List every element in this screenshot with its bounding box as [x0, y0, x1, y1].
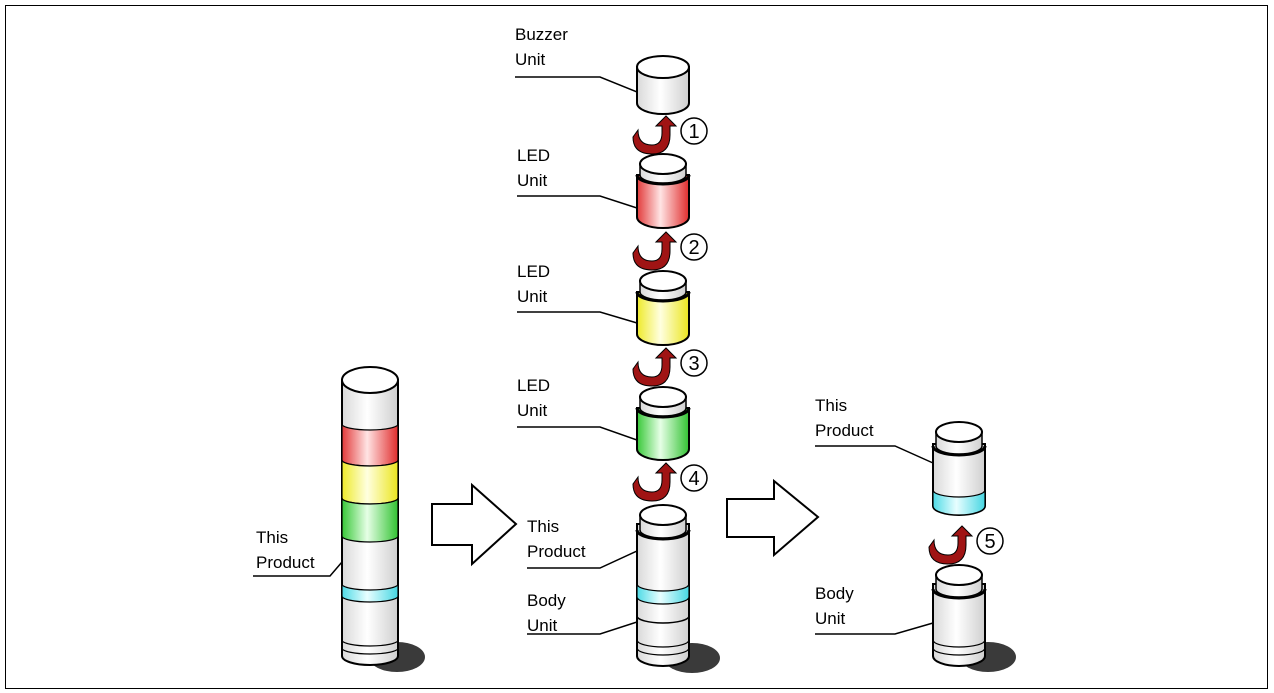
- step-number: 4: [688, 468, 699, 490]
- label-led-green-1: LED: [517, 376, 550, 395]
- label-led-red-1: LED: [517, 146, 550, 165]
- curved-arrow-icon: [632, 347, 678, 387]
- step-2: 2: [632, 231, 708, 271]
- label-led-green-2: Unit: [517, 401, 548, 420]
- tower-yellow-tier: [341, 459, 399, 505]
- hollow-arrow-right-1: [431, 482, 518, 567]
- label-body-unit-mid-2: Unit: [527, 616, 558, 635]
- led-unit-red: LED Unit: [517, 146, 691, 229]
- tower-red-tier: [341, 423, 399, 467]
- step-number: 1: [688, 121, 699, 143]
- label-body-unit-mid-1: Body: [527, 591, 566, 610]
- hollow-arrow-right-2: [726, 478, 820, 558]
- step-1: 1: [632, 115, 708, 155]
- curved-arrow-icon: [928, 525, 974, 565]
- label-this-product-right-2: Product: [815, 421, 874, 440]
- diagram-frame: [5, 5, 1268, 689]
- label-this-product-left-2: Product: [256, 553, 315, 572]
- label-this-product-right-1: This: [815, 396, 847, 415]
- curved-arrow-icon: [632, 115, 678, 155]
- label-body-unit-right-2: Unit: [815, 609, 846, 628]
- right-this-product: This Product: [815, 396, 987, 516]
- step-number: 3: [688, 353, 699, 375]
- curved-arrow-icon: [632, 231, 678, 271]
- led-unit-green: LED Unit: [517, 376, 691, 461]
- label-body-unit-right-1: Body: [815, 584, 854, 603]
- label-buzzer-1: Buzzer: [515, 25, 568, 44]
- leader-line: [253, 561, 343, 577]
- label-this-product-mid-1: This: [527, 517, 559, 536]
- label-this-product-left-1: This: [256, 528, 288, 547]
- label-led-red-2: Unit: [517, 171, 548, 190]
- label-buzzer-2: Unit: [515, 50, 546, 69]
- middle-tower: This Product Body Unit: [527, 504, 720, 673]
- led-unit-yellow: LED Unit: [517, 262, 691, 346]
- tower-cyan-ring: [341, 583, 399, 603]
- step-4: 4: [632, 462, 708, 502]
- buzzer-unit: Buzzer Unit: [515, 25, 690, 115]
- step-5: 5: [928, 525, 1004, 565]
- curved-arrow-icon: [632, 462, 678, 502]
- assembled-tower: This Product: [253, 366, 425, 672]
- step-number: 2: [688, 237, 699, 259]
- label-this-product-mid-2: Product: [527, 542, 586, 561]
- label-led-yellow-1: LED: [517, 262, 550, 281]
- step-3: 3: [632, 347, 708, 387]
- right-body-unit: Body Unit: [815, 564, 1016, 672]
- tower-green-tier: [341, 497, 399, 543]
- step-number: 5: [984, 531, 995, 553]
- label-led-yellow-2: Unit: [517, 287, 548, 306]
- tower-top: [341, 366, 399, 394]
